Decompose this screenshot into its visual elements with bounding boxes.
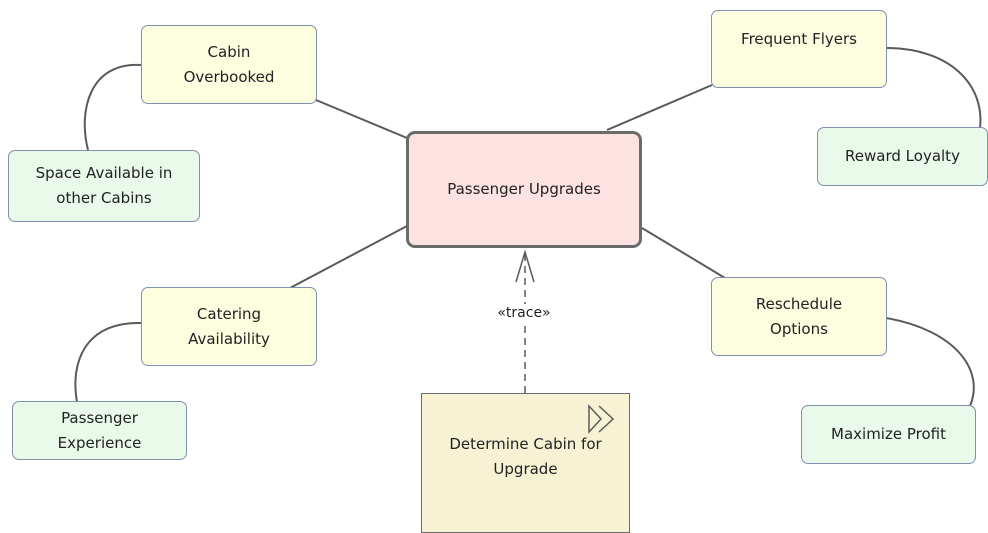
connector-central-reschedule bbox=[641, 227, 726, 279]
connector-cabin-space bbox=[83, 63, 142, 151]
activity-determine-cabin[interactable]: Determine Cabin for Upgrade bbox=[421, 393, 630, 533]
subtopic-passenger-experience[interactable]: Passenger Experience bbox=[12, 401, 187, 460]
connector-frequent-reward bbox=[885, 47, 982, 129]
trace-stereotype-label: «trace» bbox=[474, 304, 574, 322]
topic-label: Reschedule Options bbox=[755, 294, 843, 338]
connector-catering-experience bbox=[74, 321, 142, 403]
connector-central-cabin-overbooked bbox=[315, 99, 408, 139]
subtopic-label: Space Available in other Cabins bbox=[35, 164, 173, 207]
topic-reschedule-options[interactable]: Reschedule Options bbox=[711, 277, 887, 356]
topic-label: Catering Availability bbox=[188, 304, 270, 348]
connector-central-frequent-flyers bbox=[606, 84, 713, 131]
subtopic-label: Maximize Profit bbox=[831, 425, 946, 443]
topic-catering-availability[interactable]: Catering Availability bbox=[141, 287, 317, 366]
subtopic-label: Passenger Experience bbox=[57, 408, 142, 452]
subtopic-reward-loyalty[interactable]: Reward Loyalty bbox=[817, 127, 988, 186]
subtopic-label: Reward Loyalty bbox=[845, 147, 960, 165]
topic-frequent-flyers[interactable]: Frequent Flyers bbox=[711, 10, 887, 88]
connector-reschedule-profit bbox=[885, 317, 975, 407]
activity-arrow-icon bbox=[588, 404, 615, 434]
subtopic-space-available[interactable]: Space Available in other Cabins bbox=[8, 150, 200, 222]
central-topic-label: Passenger Upgrades bbox=[447, 180, 601, 198]
connector-central-catering bbox=[289, 225, 408, 289]
central-topic-passenger-upgrades[interactable]: Passenger Upgrades bbox=[406, 131, 642, 248]
trace-arrowhead-icon bbox=[515, 249, 535, 283]
topic-cabin-overbooked[interactable]: Cabin Overbooked bbox=[141, 25, 317, 104]
subtopic-maximize-profit[interactable]: Maximize Profit bbox=[801, 405, 976, 464]
activity-label: Determine Cabin for Upgrade bbox=[449, 435, 602, 478]
topic-label: Frequent Flyers bbox=[741, 29, 857, 48]
topic-label: Cabin Overbooked bbox=[183, 42, 275, 86]
